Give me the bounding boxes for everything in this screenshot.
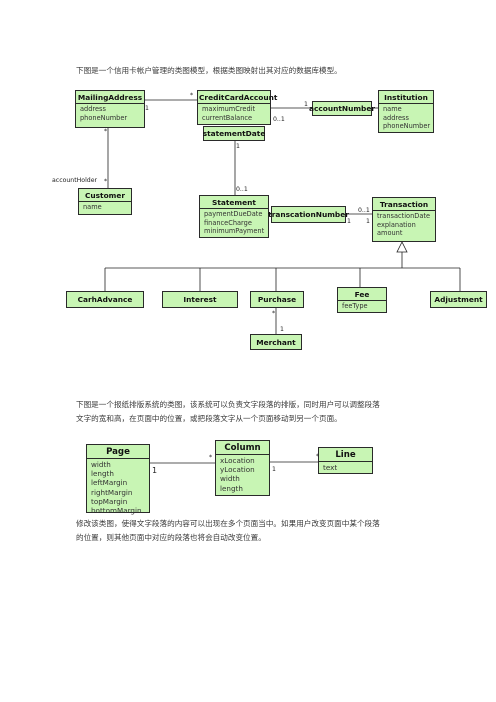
attribute: text: [323, 463, 338, 472]
class-name: Customer: [84, 191, 126, 200]
attribute: length: [220, 483, 243, 493]
attribute: currentBalance: [202, 113, 253, 122]
attribute: leftMargin: [91, 478, 128, 488]
attribute: width: [220, 474, 240, 484]
attribute: transactionDate: [377, 212, 431, 220]
mult-mailing-down: *: [104, 128, 108, 135]
mult-mailing-credit-left: 1: [145, 105, 149, 112]
attribute: length: [91, 469, 114, 479]
class-name: CreditCardAccount: [199, 93, 278, 102]
class-name: Institution: [384, 93, 428, 102]
class-attributes: width length leftMargin rightMargin topM…: [87, 458, 149, 516]
attribute: address: [80, 105, 106, 113]
mult-column-line-left: 1: [272, 466, 276, 473]
class-name: MailingAddress: [77, 93, 143, 102]
mult-column-line-right: *: [316, 453, 320, 460]
class-cash-advance: CarhAdvance: [66, 291, 144, 308]
class-page: Page width length leftMargin rightMargin…: [86, 444, 150, 516]
mult-credit-account: 1: [304, 101, 308, 108]
attribute: maximumCredit: [202, 105, 256, 113]
class-attributes: transactionDate explanation amount: [373, 210, 435, 239]
mult-customer-up: *: [104, 178, 108, 185]
attribute: feeType: [342, 302, 368, 310]
class-institution: Institution name address phoneNumber: [378, 90, 434, 133]
class-fee: Fee feeType: [337, 287, 387, 313]
class-customer: Customer name: [78, 188, 132, 215]
class-name: Page: [106, 447, 130, 457]
class-name: Transaction: [379, 200, 429, 209]
outro-text-line-2: 的位置，则其他页面中对应的段落也将会自动改变位置。: [76, 533, 266, 542]
attribute: phoneNumber: [80, 113, 128, 122]
class-attributes: paymentDueDate financeCharge minimumPaym…: [200, 208, 268, 237]
mult-purchase-down: *: [272, 310, 276, 317]
attribute: address: [383, 113, 409, 122]
class-column: Column xLocation yLocation width length: [215, 440, 270, 496]
mult-transaction-left: 1: [366, 218, 370, 225]
mult-statement-up: 0..1: [236, 186, 248, 193]
mult-merchant-up: 1: [280, 326, 284, 333]
attribute: amount: [377, 229, 403, 238]
attribute: bottomMargin: [91, 506, 142, 516]
class-name: Column: [224, 443, 261, 453]
outro-text-line-1: 修改该类图，使得文字段落的内容可以出现在多个页面当中。如果用户改变页面中某个段落: [76, 519, 380, 528]
class-attributes: name: [79, 201, 131, 213]
mult-transnum-left: 1: [347, 218, 351, 225]
attribute: paymentDueDate: [204, 210, 263, 218]
mult-statementdate-down: 1: [236, 143, 240, 150]
class-attributes: text: [319, 461, 372, 473]
class-credit-card-account: CreditCardAccount maximumCredit currentB…: [197, 90, 278, 125]
attribute: rightMargin: [91, 487, 133, 497]
class-mailing-address: MailingAddress address phoneNumber: [75, 90, 145, 128]
attribute: xLocation: [220, 456, 255, 465]
mult-transnum-right: 0..1: [358, 207, 370, 214]
qualifier-statement-date: statementDate: [203, 126, 265, 141]
attribute: name: [83, 203, 102, 211]
attribute: phoneNumber: [383, 122, 431, 131]
class-interest: Interest: [162, 291, 238, 308]
mult-account-credit: 0..1: [273, 116, 285, 123]
qualifier-transaction-number: transcationNumber: [268, 206, 349, 223]
class-attributes: name address phoneNumber: [379, 103, 433, 132]
attribute: topMargin: [91, 496, 128, 506]
class-statement: Statement paymentDueDate financeCharge m…: [199, 195, 269, 238]
class-purchase: Purchase: [250, 291, 304, 308]
class-attributes: xLocation yLocation width length: [216, 454, 269, 494]
intro-text-2-line-2: 文字的宽和高，在页面中的位置，或把段落文字从一个页面移动到另一个页面。: [76, 414, 342, 423]
mult-page-column-right: *: [209, 454, 213, 461]
intro-text-2-line-1: 下图是一个报纸排版系统的类图，该系统可以负责文字段落的排版，同时用户可以调整段落: [76, 400, 380, 409]
attribute: minimumPayment: [204, 227, 265, 236]
mult-page-column-left: 1: [152, 466, 158, 475]
mult-mailing-credit-right: *: [190, 92, 194, 99]
class-transaction: Transaction transactionDate explanation …: [372, 197, 436, 242]
attribute: financeCharge: [204, 218, 252, 227]
class-attributes: address phoneNumber: [76, 103, 144, 123]
attribute: explanation: [377, 220, 416, 229]
class-name: Statement: [212, 198, 256, 207]
role-account-holder: accountHolder: [52, 177, 98, 184]
intro-text-1: 下图是一个信用卡帐户管理的类图模型，根据类图映射出其对应的数据库模型。: [76, 66, 342, 75]
class-line: Line text: [318, 447, 373, 474]
inheritance-arrowhead: [396, 241, 408, 253]
class-adjustment: Adjustment: [430, 291, 487, 308]
attribute: width: [91, 460, 111, 469]
class-name: Line: [335, 450, 356, 460]
attribute: name: [383, 105, 402, 113]
attribute: yLocation: [220, 465, 255, 475]
class-name: Fee: [354, 290, 370, 299]
class-merchant: Merchant: [250, 334, 302, 350]
class-attributes: maximumCredit currentBalance: [198, 103, 270, 123]
qualifier-account-number: accountNumber: [309, 101, 375, 116]
class-attributes: feeType: [338, 300, 386, 312]
